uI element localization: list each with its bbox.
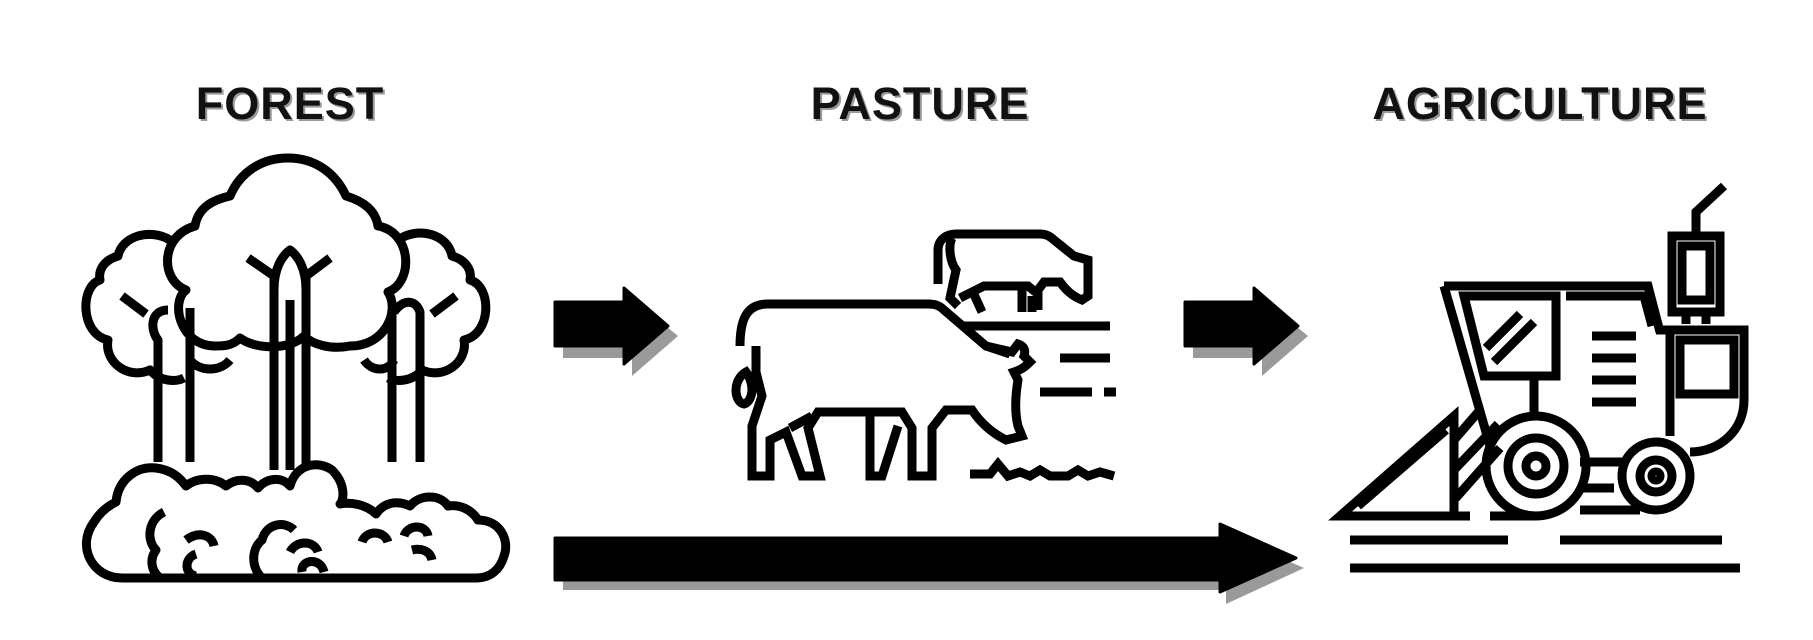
right-tree-icon xyxy=(360,228,491,462)
arrow-forest-to-pasture xyxy=(553,286,678,376)
bushes-icon xyxy=(81,460,511,583)
harvester-big-wheel-icon xyxy=(1481,411,1591,521)
grass-lines-icon xyxy=(970,353,1116,482)
combine-harvester-icon xyxy=(1328,182,1749,573)
left-tree-icon xyxy=(81,229,234,462)
harvester-cabin-icon xyxy=(1439,281,1665,448)
stage-label-agriculture: AGRICULTURE xyxy=(1372,78,1708,129)
center-tree-icon xyxy=(163,153,411,470)
arrow-pasture-to-agriculture xyxy=(1183,286,1308,376)
harvester-tower-icon xyxy=(1656,182,1749,436)
forest-icon xyxy=(81,153,511,583)
ground-lines-icon xyxy=(1350,505,1740,573)
background-cow-icon xyxy=(933,229,1110,331)
stage-label-pasture: PASTURE xyxy=(810,78,1030,129)
foreground-cow-icon xyxy=(731,299,1037,481)
stage-label-forest: FOREST xyxy=(195,78,385,129)
harvester-header-icon xyxy=(1328,406,1504,521)
harvester-small-wheel-icon xyxy=(1617,437,1695,515)
grazing-cows-icon xyxy=(731,229,1116,482)
arrow-forest-to-agriculture xyxy=(553,522,1304,604)
